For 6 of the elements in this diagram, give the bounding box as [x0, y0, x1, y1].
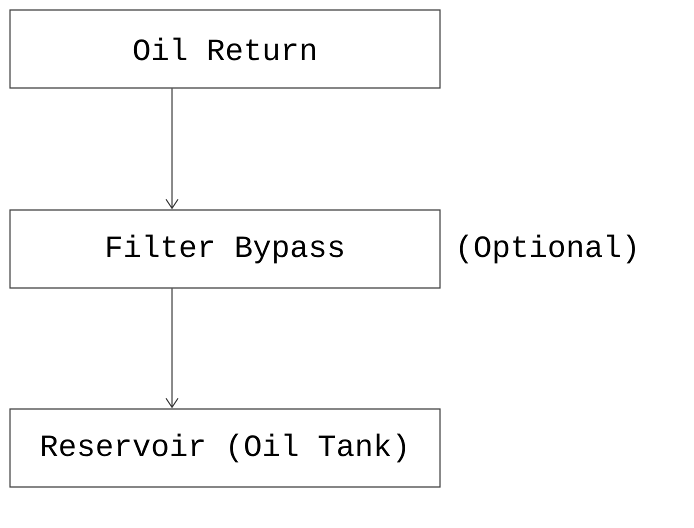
arrow: [166, 288, 178, 408]
process-box: Filter Bypass: [9, 209, 441, 289]
process-box: Reservoir (Oil Tank): [9, 408, 441, 488]
process-box: Oil Return: [9, 9, 441, 89]
note: (Optional): [460, 234, 635, 264]
arrow: [166, 88, 178, 210]
